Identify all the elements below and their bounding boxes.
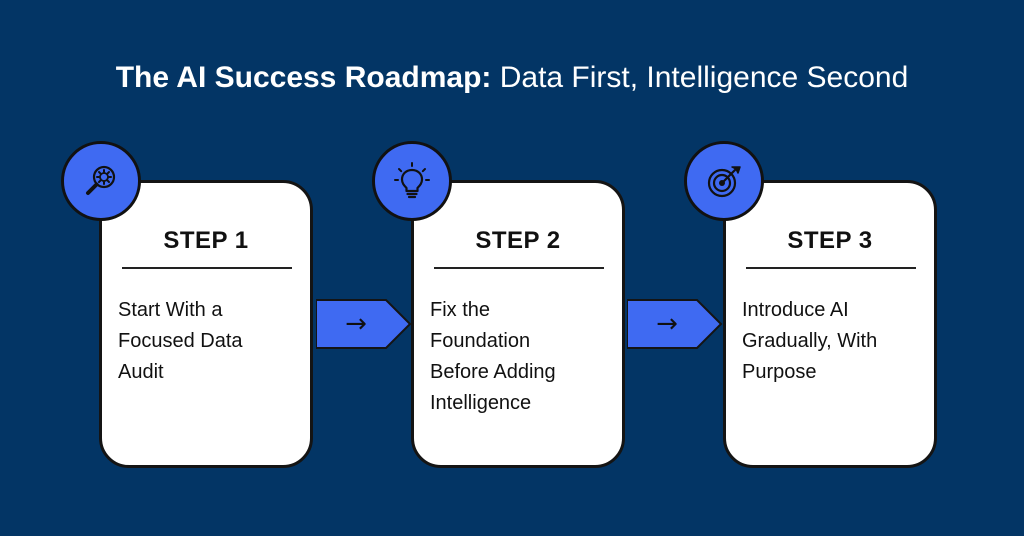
target-arrow-icon <box>707 166 741 198</box>
step-3-card: STEP 3 Introduce AI Gradually, With Purp… <box>723 180 937 468</box>
step-1-divider <box>122 267 292 269</box>
lightbulb-icon <box>394 162 430 199</box>
step-1-label: STEP 1 <box>163 227 249 254</box>
step-1-line: Audit <box>118 361 164 383</box>
title-light: Data First, Intelligence Second <box>491 61 909 94</box>
step-2-divider <box>434 267 604 269</box>
step-1-line: Start With a <box>118 299 223 321</box>
arrow-glyph: → <box>656 309 678 339</box>
step-2-card: STEP 2 Fix the Foundation Before Adding … <box>411 180 625 468</box>
magnifier-gear-icon <box>86 165 116 195</box>
page-title: The AI Success Roadmap: Data First, Inte… <box>0 58 1024 98</box>
connector-arrow-1: → <box>316 299 412 349</box>
step-3-line: Introduce AI <box>742 299 849 321</box>
step-2-label: STEP 2 <box>475 227 561 254</box>
step-3-line: Purpose <box>742 361 817 383</box>
step-2-description: Fix the Foundation Before Adding Intelli… <box>430 295 610 419</box>
step-2-badge <box>372 141 452 221</box>
step-3-divider <box>746 267 916 269</box>
step-1-line: Focused Data <box>118 330 243 352</box>
step-2-line: Fix the <box>430 299 491 321</box>
arrow-glyph: → <box>345 309 367 339</box>
step-1-card: STEP 1 Start With a Focused Data Audit <box>99 180 313 468</box>
step-3-label: STEP 3 <box>787 227 873 254</box>
step-1-badge <box>61 141 141 221</box>
step-3-badge <box>684 141 764 221</box>
step-2-line: Foundation <box>430 330 531 352</box>
title-bold: The AI Success Roadmap: <box>115 61 492 94</box>
connector-arrow-2: → <box>627 299 723 349</box>
step-2-line: Intelligence <box>430 392 532 414</box>
step-2-line: Before Adding <box>430 361 556 383</box>
step-3-description: Introduce AI Gradually, With Purpose <box>742 295 922 388</box>
step-3-line: Gradually, With <box>742 330 878 352</box>
step-1-description: Start With a Focused Data Audit <box>118 295 298 388</box>
